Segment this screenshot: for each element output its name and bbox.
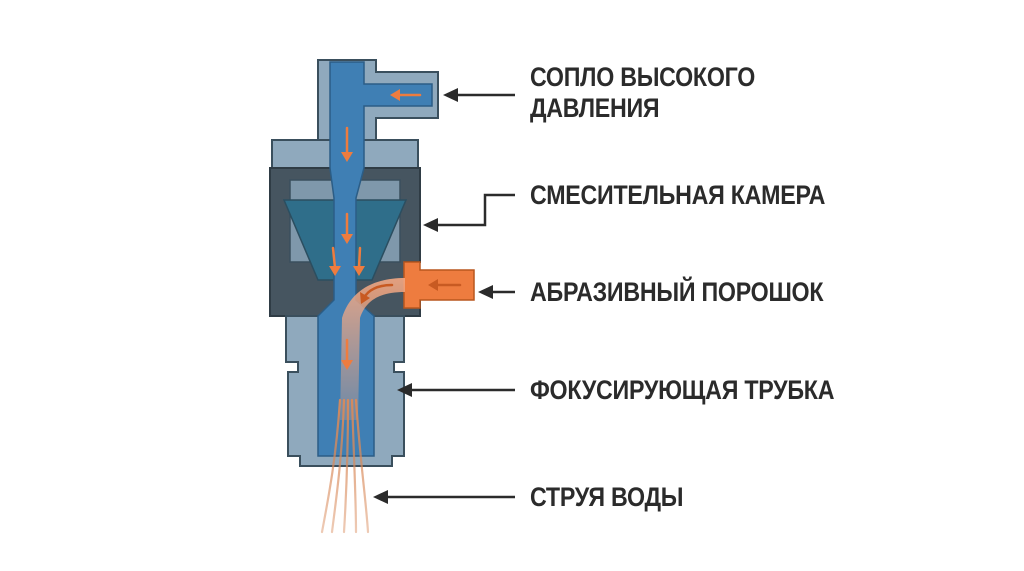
flow-arrows [329, 89, 462, 370]
water-jet [320, 398, 370, 534]
leader-chamber-arrowhead [423, 218, 438, 232]
leader-focusing-tube-arrowhead [397, 383, 412, 397]
label-abrasive-powder: АБРАЗИВНЫЙ ПОРОШОК [530, 277, 824, 308]
label-mixing-chamber-text: СМЕСИТЕЛЬНАЯ КАМЕРА [530, 180, 826, 210]
label-water-jet-text: СТРУЯ ВОДЫ [530, 482, 684, 512]
label-high-pressure-nozzle-line1: СОПЛО ВЫСОКОГО [530, 62, 756, 92]
label-mixing-chamber: СМЕСИТЕЛЬНАЯ КАМЕРА [530, 180, 825, 211]
label-focusing-tube-text: ФОКУСИРУЮЩАЯ ТРУБКА [530, 375, 835, 405]
leader-abrasive-arrowhead [478, 285, 493, 299]
leader-nozzle-arrowhead [443, 88, 458, 102]
label-abrasive-powder-text: АБРАЗИВНЫЙ ПОРОШОК [530, 277, 824, 307]
abrasive-mixing-stream [340, 278, 405, 420]
leader-chamber [436, 193, 515, 227]
label-water-jet: СТРУЯ ВОДЫ [530, 482, 683, 513]
label-high-pressure-nozzle-line2: ДАВЛЕНИЯ [530, 93, 660, 123]
label-focusing-tube: ФОКУСИРУЮЩАЯ ТРУБКА [530, 375, 834, 406]
leader-water-jet-arrowhead [373, 490, 388, 504]
leader-lines [373, 88, 515, 504]
label-high-pressure-nozzle: СОПЛО ВЫСОКОГО ДАВЛЕНИЯ [530, 62, 755, 124]
